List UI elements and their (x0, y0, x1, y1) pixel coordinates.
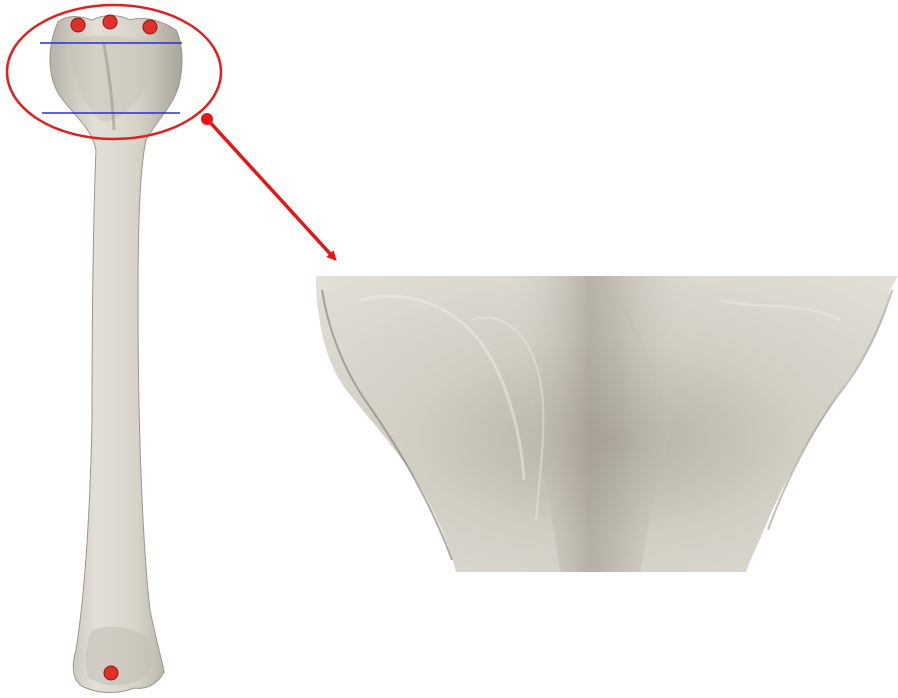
anatomical-landmark-marker-icon (143, 20, 157, 34)
tibia-distal-shading (86, 627, 152, 686)
arrow-with-dot-tail-icon (201, 113, 334, 258)
tibia-bone (50, 16, 182, 693)
anatomical-landmark-marker-icon (71, 18, 85, 32)
zoom-arrow (207, 119, 334, 258)
anatomical-landmark-marker-icon (104, 666, 118, 680)
zoomed-proximal-view (316, 276, 898, 572)
anatomical-landmark-marker-icon (103, 15, 117, 29)
